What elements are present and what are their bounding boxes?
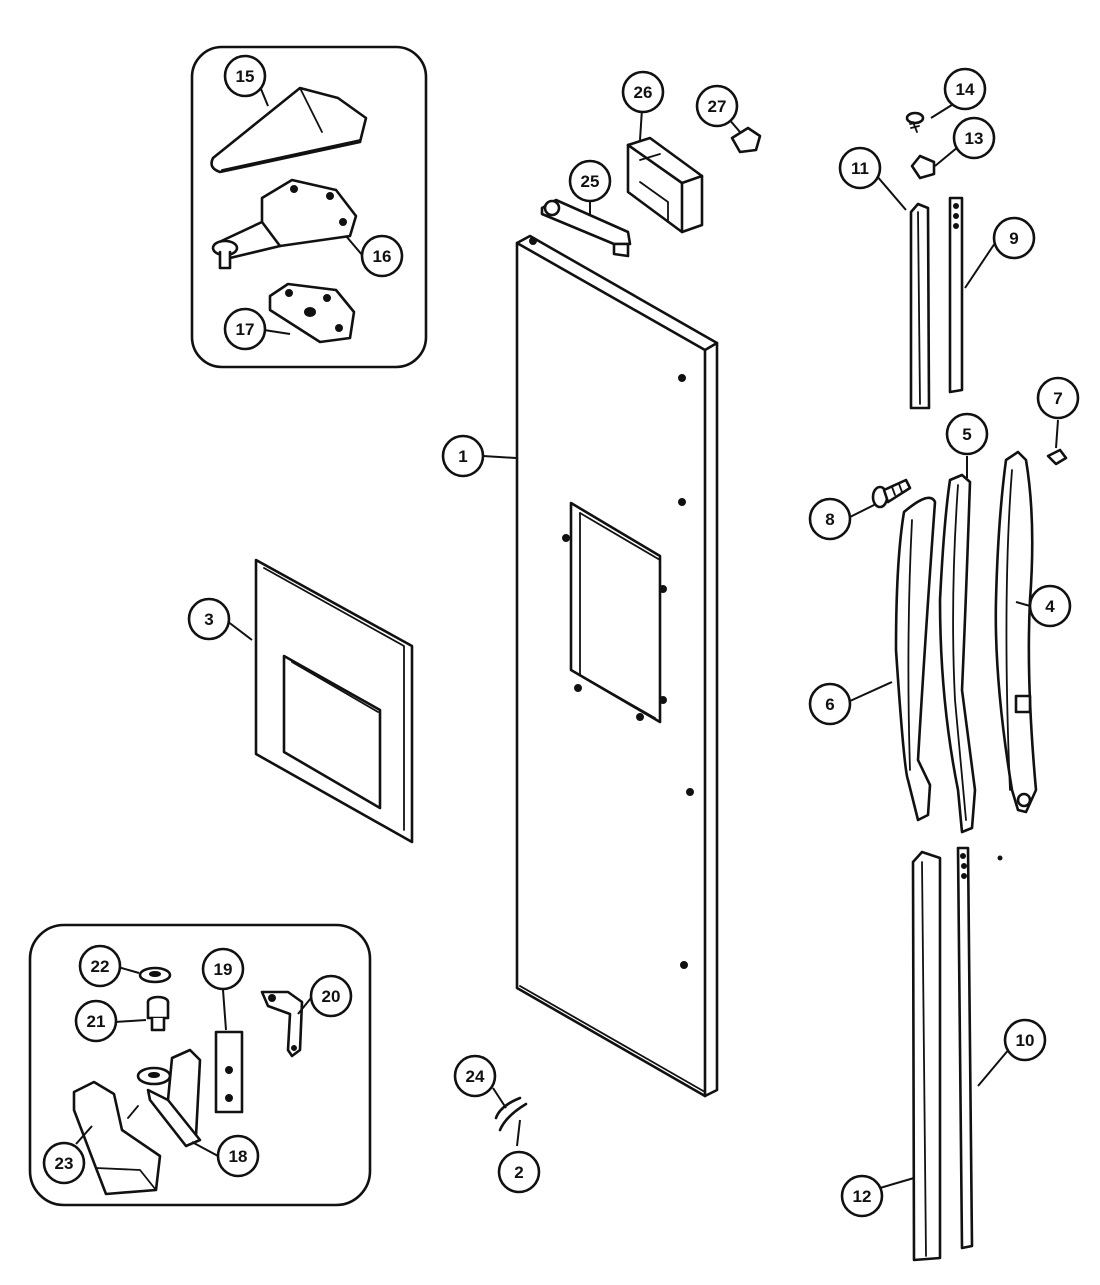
callout-5: 5: [945, 412, 989, 456]
callout-16-label: 16: [373, 247, 392, 266]
callout-11: 11: [838, 146, 882, 190]
callout-23-label: 23: [55, 1154, 74, 1173]
bottom-hinge-inset: [28, 923, 372, 1207]
part-16-top-hinge: [211, 178, 358, 270]
part-8-screw: [871, 478, 912, 509]
callout-5-label: 5: [962, 425, 971, 444]
callout-7: 7: [1036, 376, 1080, 420]
callout-7-label: 7: [1053, 389, 1062, 408]
part-14-screw: [905, 111, 925, 133]
callout-22: 22: [78, 944, 122, 988]
part-7-screw: [1046, 448, 1068, 466]
part-3-dispenser-frame: [254, 558, 414, 844]
part-13-clip: [910, 154, 936, 180]
callout-3-label: 3: [204, 610, 213, 629]
part-6-handle-trim: [894, 496, 937, 822]
callout-21: 21: [74, 999, 118, 1043]
callout-21-label: 21: [87, 1012, 106, 1031]
callout-26: 26: [621, 70, 665, 114]
part-19-shim: [214, 1030, 244, 1114]
callout-27: 27: [695, 84, 739, 128]
callout-25-label: 25: [581, 172, 600, 191]
callout-12-label: 12: [853, 1187, 872, 1206]
part-27-clip: [730, 126, 762, 154]
part-17-hinge-shim: [268, 282, 356, 344]
part-15-hinge-cover: [210, 86, 368, 174]
callout-26-label: 26: [634, 83, 653, 102]
callout-2: 2: [497, 1150, 541, 1194]
callout-10-label: 10: [1016, 1031, 1035, 1050]
callout-13: 13: [952, 116, 996, 160]
part-4-handle: [994, 450, 1038, 814]
callout-15: 15: [223, 54, 267, 98]
part-26-housing: [626, 136, 704, 234]
callout-19-label: 19: [214, 960, 233, 979]
callout-12: 12: [840, 1174, 884, 1218]
callout-11-label: 11: [851, 159, 869, 178]
callout-1-label: 1: [458, 447, 467, 466]
callout-18-label: 18: [229, 1147, 248, 1166]
callout-6: 6: [808, 682, 852, 726]
callout-10: 10: [1003, 1018, 1047, 1062]
part-12-lower-channel: [911, 850, 942, 1262]
part-11-upper-channel: [909, 202, 931, 410]
callout-14: 14: [943, 67, 987, 111]
callout-20-label: 20: [322, 987, 341, 1006]
part-23-bottom-cover: [72, 1080, 162, 1196]
callout-8: 8: [808, 497, 852, 541]
callout-13-label: 13: [965, 129, 984, 148]
callout-9: 9: [992, 216, 1036, 260]
part-24-wires: [494, 1096, 528, 1132]
part-5-handle-insert: [938, 473, 977, 834]
callout-16: 16: [360, 234, 404, 278]
callout-18: 18: [216, 1134, 260, 1178]
callout-17: 17: [223, 307, 267, 351]
callout-2-label: 2: [514, 1163, 523, 1182]
callout-15-label: 15: [236, 67, 255, 86]
callout-4: 4: [1028, 584, 1072, 628]
callout-22-label: 22: [91, 957, 110, 976]
callout-17-label: 17: [236, 320, 255, 339]
callout-14-label: 14: [956, 80, 975, 99]
part-21-pin: [146, 995, 170, 1032]
callout-24: 24: [453, 1054, 497, 1098]
part-18-bottom-hinge: [136, 1048, 202, 1148]
callout-3: 3: [187, 597, 231, 641]
callout-8-label: 8: [825, 510, 834, 529]
part-9-upper-strip: [948, 196, 964, 394]
part-25-hinge-bracket: [540, 198, 632, 258]
callout-25: 25: [568, 159, 612, 203]
callout-6-label: 6: [825, 695, 834, 714]
callout-9-label: 9: [1009, 229, 1018, 248]
part-22-washer: [138, 966, 172, 984]
part-10-lower-strip: [956, 846, 974, 1250]
callout-23: 23: [42, 1141, 86, 1185]
part-1-door-panel: [515, 234, 719, 1098]
callout-1: 1: [441, 434, 485, 478]
callout-4-label: 4: [1045, 597, 1055, 616]
part-20-bracket: [260, 990, 304, 1058]
callout-27-label: 27: [708, 97, 727, 116]
callout-24-label: 24: [466, 1067, 485, 1086]
callout-20: 20: [309, 974, 353, 1018]
callout-19: 19: [201, 947, 245, 991]
top-hinge-inset: [190, 45, 428, 369]
